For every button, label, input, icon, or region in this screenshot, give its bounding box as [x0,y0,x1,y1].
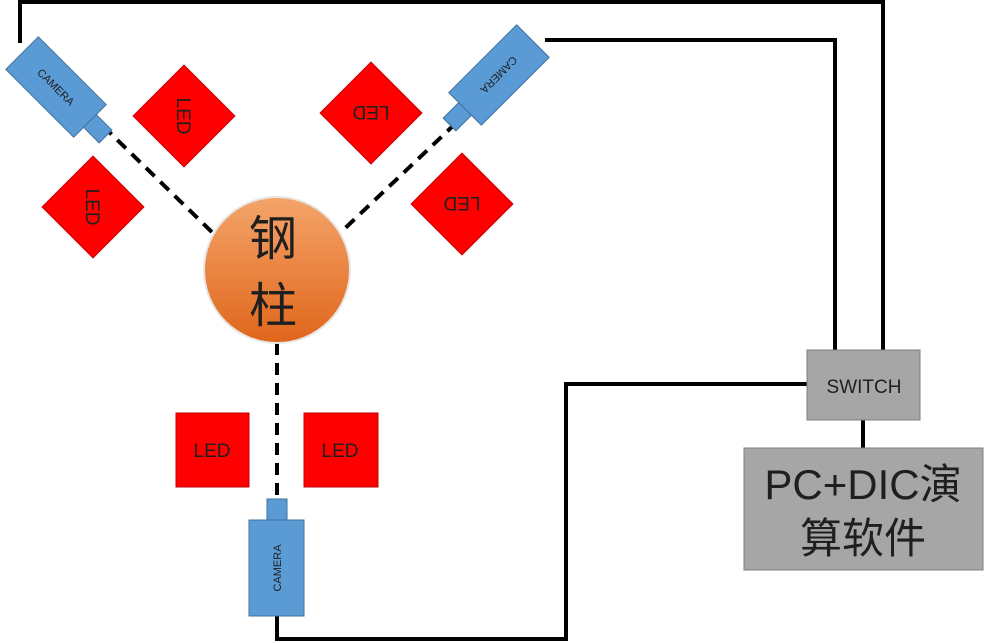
led-top-left-lower-label: LED [81,189,102,226]
cable-left-camera-to-switch [18,0,885,350]
specimen-steel-column: 钢 柱 [203,196,351,344]
camera-right: CAMERA [442,24,550,132]
view-line-right [337,121,458,236]
specimen-label-line1: 钢 [249,213,297,266]
network-switch: SWITCH [806,349,921,421]
pc-label-line1: PC+DIC演 [764,461,961,508]
pc-dic-software: PC+DIC演 算软件 [743,447,984,571]
led-bottom-right: LED [303,412,379,488]
led-top-left-upper: LED [132,64,236,168]
led-top-left-upper-label: LED [172,98,193,135]
camera-bottom: CAMERA [248,498,305,617]
camera-bottom-label: CAMERA [272,544,284,592]
switch-label: SWITCH [827,377,902,398]
pc-label-line2: 算软件 [800,515,926,562]
led-bottom-left-label: LED [194,441,231,462]
led-top-left-lower: LED [41,155,145,259]
led-bottom-right-label: LED [322,441,359,462]
specimen-label-line2: 柱 [249,280,297,333]
led-top-right-upper-label: LED [353,101,390,122]
led-top-right-lower-label: LED [444,192,481,213]
view-line-left [101,124,220,240]
led-bottom-left: LED [175,412,250,488]
cable-right-camera-to-switch [545,38,837,350]
led-top-right-lower: LED [410,152,514,256]
cable-bottom-camera-to-switch [275,382,807,641]
camera-left: CAMERA [5,36,113,144]
led-top-right-upper: LED [319,61,423,165]
